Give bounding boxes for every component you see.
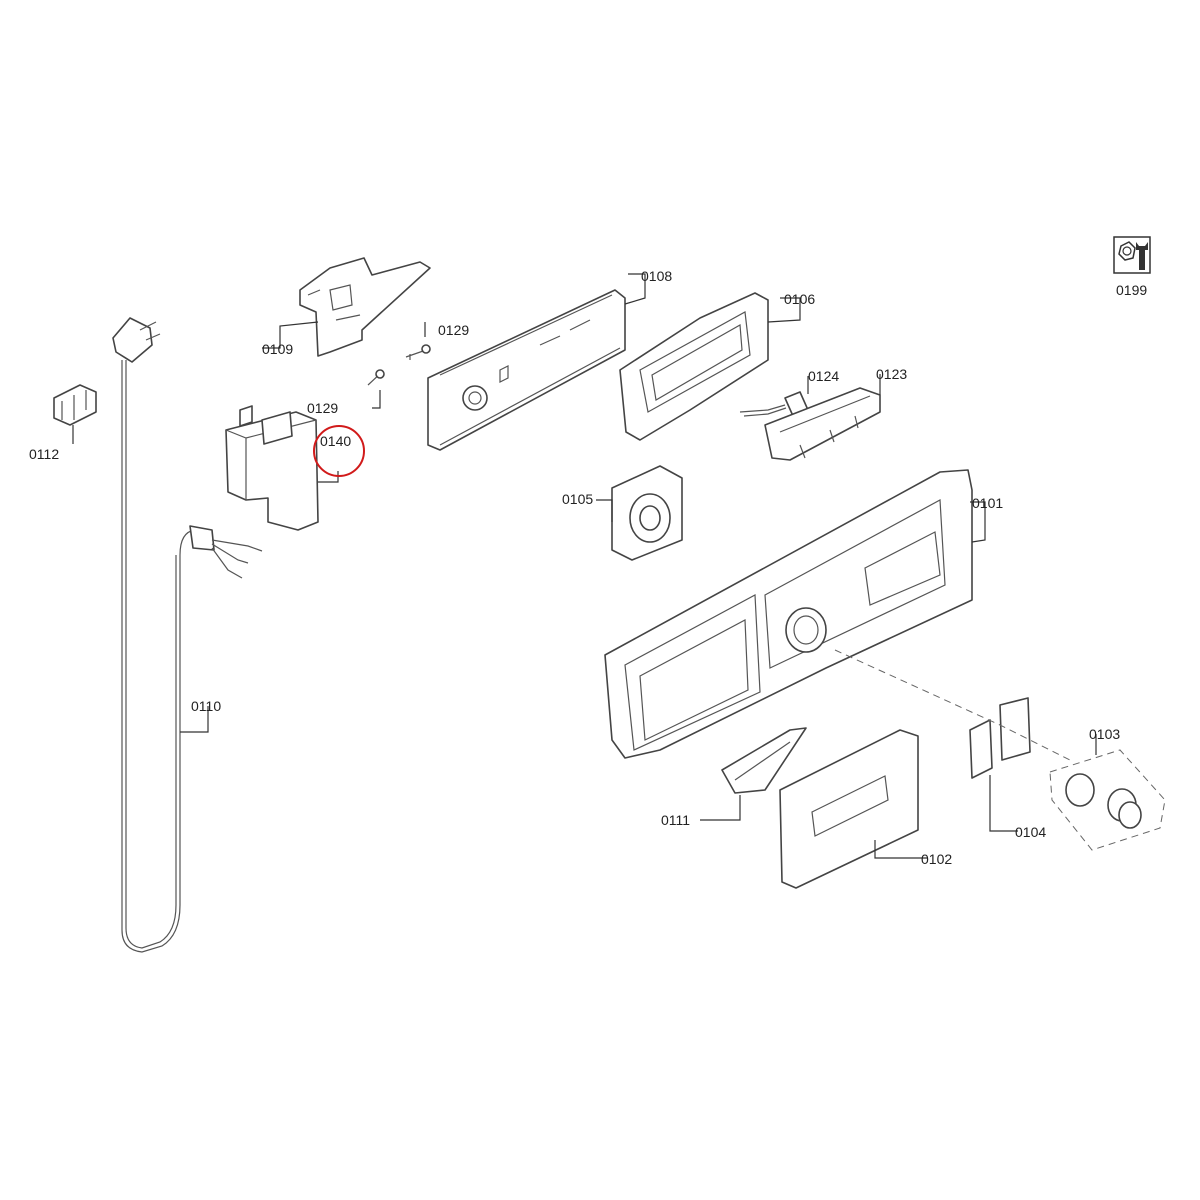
callout-0108: 0108: [641, 268, 673, 284]
callout-0112: 0112: [29, 446, 60, 462]
led-strip-part: [764, 387, 881, 461]
drawer-front-part: [779, 729, 919, 889]
drawer-insert-part: [721, 727, 807, 794]
callout-0105: 0105: [562, 491, 594, 507]
callout-0199: 0199: [1116, 282, 1148, 298]
callout-0103: 0103: [1089, 726, 1121, 742]
display-housing-part: [619, 292, 769, 441]
highlight-ring: [313, 425, 365, 477]
program-selector-part: [611, 465, 683, 561]
knob-group-part: [1049, 749, 1166, 851]
callout-0140: 0140: [320, 433, 352, 449]
callout-0129-top: 0129: [438, 322, 470, 338]
control-board-part: [427, 289, 626, 451]
wrench-nut-icon: [1113, 236, 1151, 274]
callout-0124: 0124: [808, 368, 840, 384]
control-panel-part: [604, 469, 973, 759]
window-film-part: [969, 697, 1031, 779]
callout-0102: 0102: [921, 851, 953, 867]
callout-0101: 0101: [972, 495, 1004, 511]
bracket-part: [299, 257, 431, 357]
assembly-line: [834, 649, 1071, 761]
callout-0104: 0104: [1015, 824, 1047, 840]
callout-0123: 0123: [876, 366, 908, 382]
callout-0106: 0106: [784, 291, 816, 307]
cable-clip-part: [53, 384, 97, 426]
power-cord-part: [112, 317, 263, 953]
callout-0109: 0109: [262, 341, 294, 357]
callout-0111: 0111: [661, 812, 691, 828]
callout-0110: 0110: [191, 698, 222, 714]
callout-0129-bottom: 0129: [307, 400, 339, 416]
screws-part: [367, 344, 431, 386]
filter-module-part: [225, 405, 319, 531]
